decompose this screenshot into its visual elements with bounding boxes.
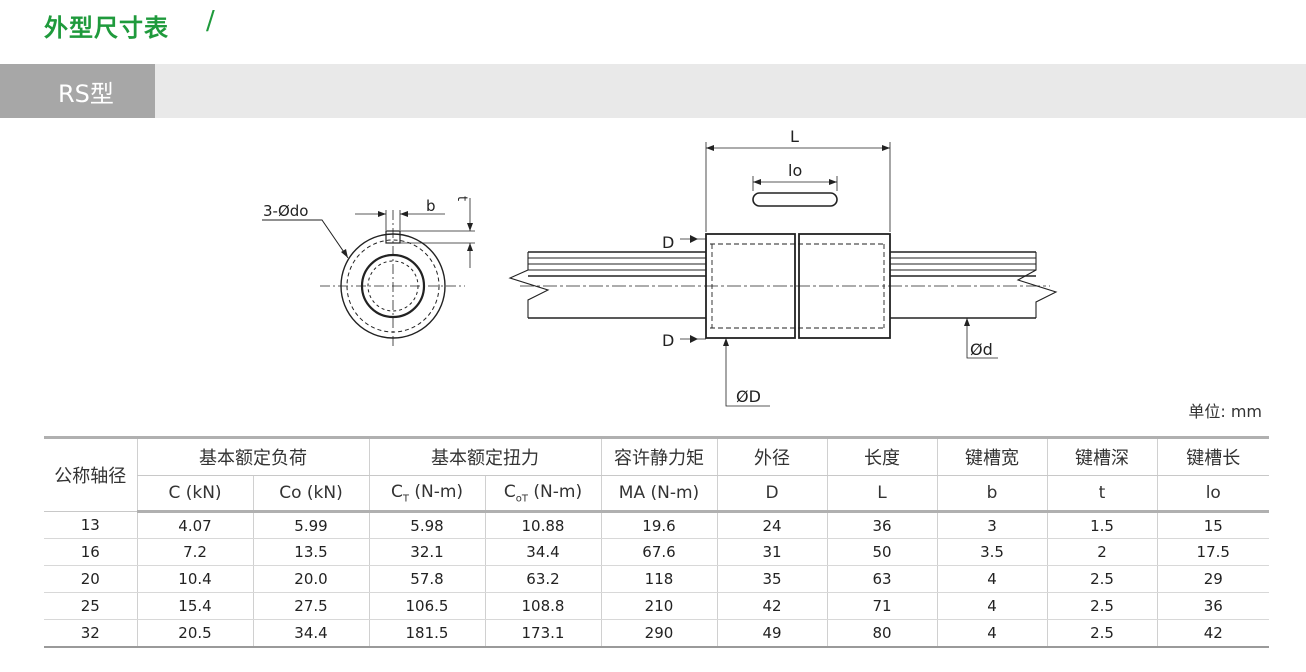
table-cell: 34.4	[252, 619, 369, 648]
table-cell: 2	[1046, 538, 1157, 566]
table-cell: 31	[716, 538, 827, 566]
header-torque-rating: 基本额定扭力	[368, 436, 601, 476]
table-cell: 108.8	[484, 592, 601, 620]
header-key-depth: 键槽深	[1046, 436, 1157, 476]
table-cell: 7.2	[136, 538, 253, 566]
subheader-lo: lo	[1156, 475, 1269, 513]
table-cell: 4.07	[136, 511, 253, 539]
table-cell: 42	[1156, 619, 1269, 648]
L-label: L	[790, 127, 799, 146]
table-cell: 35	[716, 565, 827, 593]
section-bar	[0, 64, 1306, 118]
hole-label: 3-Ødo	[263, 202, 308, 220]
table-cell: 4	[936, 619, 1047, 648]
subheader-b: b	[936, 475, 1047, 513]
table-cell: 36	[1156, 592, 1269, 620]
header-key-width: 键槽宽	[936, 436, 1047, 476]
table-cell: 173.1	[484, 619, 601, 648]
table-cell: 17.5	[1156, 538, 1269, 566]
table-cell: 4	[936, 592, 1047, 620]
subheader-co: Co (kN)	[252, 475, 369, 513]
end-view	[262, 198, 475, 346]
table-cell: 27.5	[252, 592, 369, 620]
table-cell: 50	[826, 538, 937, 566]
table-cell: 20.0	[252, 565, 369, 593]
subheader-l: L	[826, 475, 937, 513]
table-cell: 19.6	[600, 511, 717, 539]
table-cell: 13.5	[252, 538, 369, 566]
table-cell: 106.5	[368, 592, 485, 620]
cell-shaft-size: 13	[44, 511, 137, 539]
table-cell: 5.98	[368, 511, 485, 539]
table-cell: 2.5	[1046, 565, 1157, 593]
cell-shaft-size: 25	[44, 592, 137, 620]
table-cell: 290	[600, 619, 717, 648]
table-cell: 4	[936, 565, 1047, 593]
table-cell: 10.4	[136, 565, 253, 593]
title-slash: /	[206, 6, 215, 36]
subheader-t: t	[1046, 475, 1157, 513]
cell-shaft-size: 16	[44, 538, 137, 566]
header-key-length: 键槽长	[1156, 436, 1269, 476]
OD-label: ØD	[736, 387, 761, 406]
table-cell: 2.5	[1046, 619, 1157, 648]
table-cell: 2.5	[1046, 592, 1157, 620]
header-shaft: 公称轴径	[44, 436, 137, 512]
b-label: b	[426, 197, 436, 215]
table-cell: 29	[1156, 565, 1269, 593]
table-cell: 63.2	[484, 565, 601, 593]
table-cell: 63	[826, 565, 937, 593]
table-cell: 57.8	[368, 565, 485, 593]
section-label: RS型	[58, 80, 114, 108]
D-bottom-label: D	[662, 331, 674, 350]
D-top-label: D	[662, 233, 674, 252]
table-cell: 67.6	[600, 538, 717, 566]
subheader-ct: CT (N-m)	[368, 475, 485, 513]
side-view	[508, 142, 1058, 407]
table-cell: 181.5	[368, 619, 485, 648]
subheader-ma: MA (N-m)	[600, 475, 717, 513]
lo-label: lo	[788, 161, 802, 180]
header-load-rating: 基本额定负荷	[136, 436, 369, 476]
header-outer-diameter: 外径	[716, 436, 827, 476]
header-static-moment: 容许静力矩	[600, 436, 717, 476]
table-cell: 10.88	[484, 511, 601, 539]
table-cell: 42	[716, 592, 827, 620]
table-cell: 118	[600, 565, 717, 593]
header-length: 长度	[826, 436, 937, 476]
table-cell: 15	[1156, 511, 1269, 539]
table-cell: 3	[936, 511, 1047, 539]
subheader-c: C (kN)	[136, 475, 253, 513]
table-cell: 32.1	[368, 538, 485, 566]
cell-shaft-size: 20	[44, 565, 137, 593]
table-cell: 3.5	[936, 538, 1047, 566]
table-cell: 24	[716, 511, 827, 539]
table-cell: 49	[716, 619, 827, 648]
table-cell: 71	[826, 592, 937, 620]
table-cell: 5.99	[252, 511, 369, 539]
technical-drawing: 3-Ødo b t	[262, 127, 1058, 407]
table-cell: 210	[600, 592, 717, 620]
table-cell: 80	[826, 619, 937, 648]
subheader-cot: CoT (N-m)	[484, 475, 601, 513]
cell-shaft-size: 32	[44, 619, 137, 648]
table-cell: 36	[826, 511, 937, 539]
table-cell: 1.5	[1046, 511, 1157, 539]
spec-table: 公称轴径 基本额定负荷 基本额定扭力 容许静力矩 外径 长度 键槽宽 键槽深 键…	[44, 436, 1269, 648]
d-label: Ød	[970, 340, 993, 359]
unit-label: 单位: mm	[1188, 402, 1262, 421]
table-cell: 15.4	[136, 592, 253, 620]
t-label: t	[454, 196, 469, 201]
section-tab	[0, 64, 155, 118]
table-cell: 20.5	[136, 619, 253, 648]
subheader-d: D	[716, 475, 827, 513]
page-title: 外型尺寸表	[44, 14, 169, 42]
table-cell: 34.4	[484, 538, 601, 566]
